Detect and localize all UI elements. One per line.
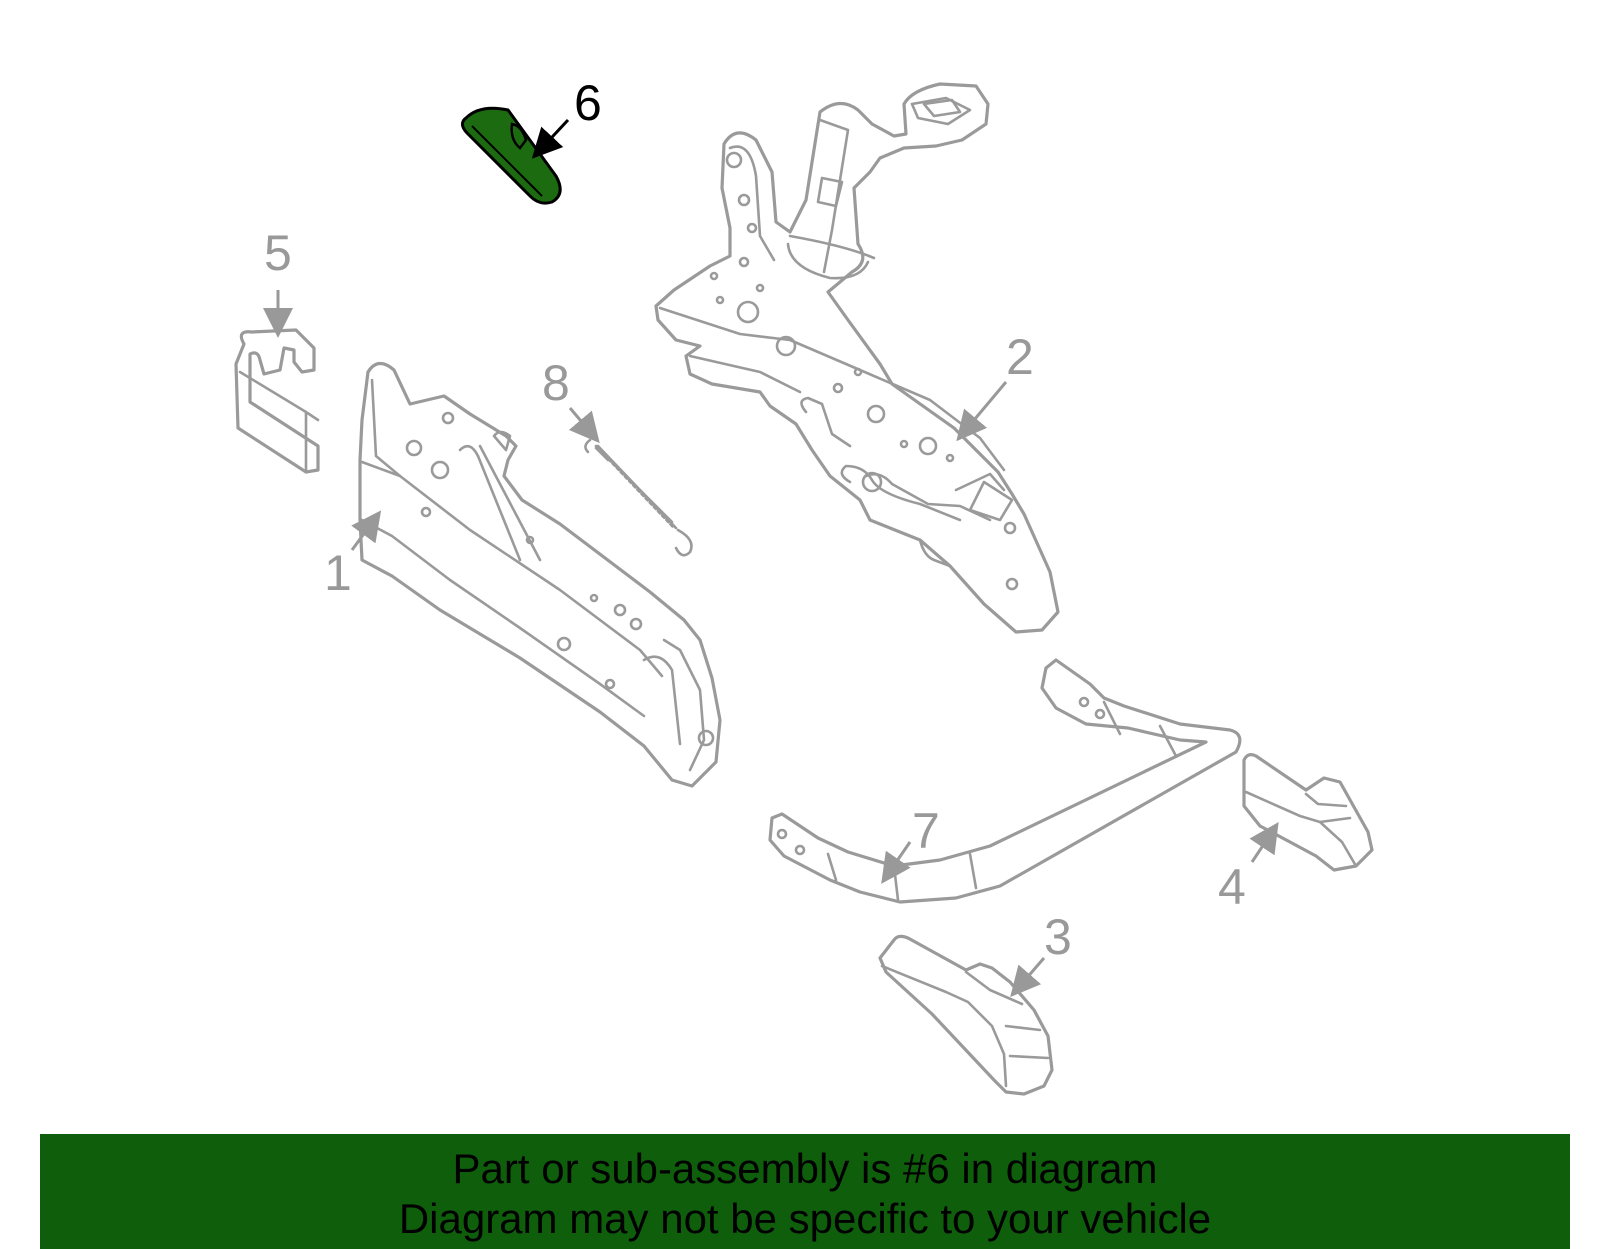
callout-2: 2 [1006, 329, 1034, 385]
leader-7 [881, 841, 912, 884]
part-4-cover[interactable] [1242, 753, 1374, 872]
leader-1 [350, 510, 382, 551]
banner-line-1: Part or sub-assembly is #6 in diagram [452, 1145, 1158, 1192]
part-3-cover[interactable] [878, 934, 1054, 1096]
callout-7: 7 [912, 803, 940, 859]
leader-4 [1249, 822, 1279, 863]
callout-4: 4 [1218, 859, 1246, 915]
part-7-bar[interactable] [768, 658, 1242, 904]
callout-3: 3 [1044, 909, 1072, 965]
callout-8: 8 [542, 355, 570, 411]
banner-line-2: Diagram may not be specific to your vehi… [398, 1195, 1212, 1242]
part-5-cover[interactable] [234, 328, 320, 474]
leader-6 [531, 118, 570, 159]
part-6-highlighted[interactable] [461, 106, 562, 205]
part-1-seat-track[interactable] [358, 361, 722, 788]
part-2-seat-track[interactable] [654, 82, 1060, 634]
callout-5: 5 [264, 225, 292, 281]
callout-6: 6 [574, 75, 602, 131]
callout-1: 1 [324, 545, 352, 601]
leader-8 [568, 407, 600, 444]
info-banner: Part or sub-assembly is #6 in diagram Di… [40, 1134, 1570, 1249]
leader-3 [1010, 957, 1046, 998]
leader-2 [956, 381, 1008, 442]
part-8-spring[interactable] [584, 438, 693, 557]
